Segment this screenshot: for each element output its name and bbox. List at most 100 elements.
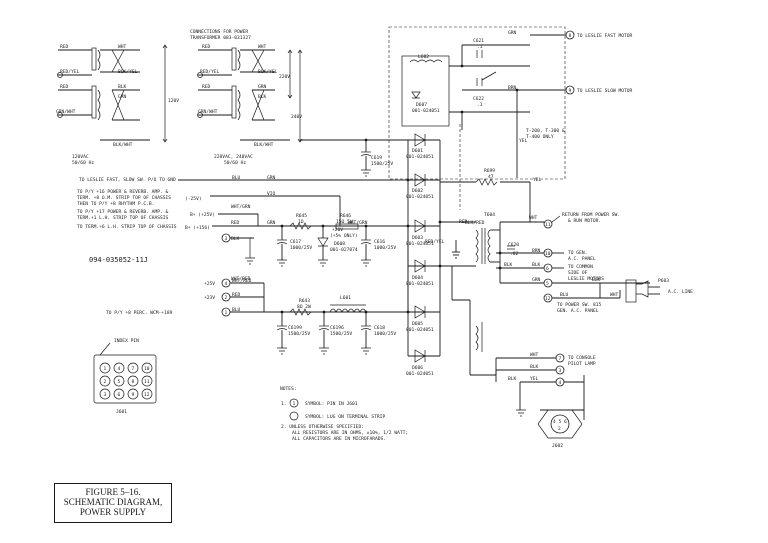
- r699-value: 47: [488, 174, 494, 180]
- terminal-12-label1: TO POWER SW. 815: [557, 302, 601, 308]
- input-row3-value: B+ (+25V): [190, 212, 215, 218]
- d606-part: 001-024051: [406, 371, 434, 377]
- index-pin-2: 2: [104, 379, 107, 385]
- wire-blu: BLU: [232, 175, 241, 181]
- t240-wire-r5: BLK/WHT: [254, 142, 274, 148]
- d604-part: 001-024051: [406, 281, 434, 287]
- index-pin-12: 12: [144, 392, 150, 398]
- leslie-option-box: L602 D607 001-024051 C621 .1 C622 .1 GRN…: [388, 26, 566, 180]
- transformer-240v-diagram: RED RED/YEL RED GRN/WHT WHT BLK/YEL GRN …: [197, 44, 302, 166]
- wire-wht-red: WHT/RED: [232, 278, 252, 284]
- diode-column: D601 001-024051 D602 001-024051 D603 001…: [300, 124, 476, 377]
- wire-blu2: BLU: [232, 307, 241, 313]
- wire-yel: YEL: [533, 177, 542, 183]
- d605-part: 001-024051: [406, 327, 434, 333]
- wire-grn: GRN: [267, 175, 276, 181]
- plug-ref: P603: [658, 278, 669, 284]
- terminal-10: 10: [545, 251, 551, 257]
- d607-label: D607: [416, 102, 427, 108]
- wire-vio: VIO: [267, 191, 276, 197]
- t240-wire-3: RED: [202, 84, 211, 90]
- input-row3a: TO P/Y +17 POWER & REVERB. AMP. &: [77, 209, 169, 215]
- c6196-value: 1500/25V: [330, 331, 352, 337]
- wire-wht: WHT: [529, 215, 538, 221]
- wire-blk2: BLK: [504, 262, 513, 268]
- index-pin-4: 4: [118, 366, 121, 372]
- terminal-6-label3: LESLIE MOTORS: [568, 276, 604, 282]
- c622-value: .1: [477, 102, 483, 108]
- terminal-5: 5: [546, 281, 549, 287]
- terminal-12: 12: [545, 296, 551, 302]
- input-row1-label: TO LESLIE FAST, SLOW SW. P/O TO GND: [79, 177, 176, 183]
- transformer-120v-diagram: RED RED/YEL RED GRN/WHT WHT BLK/YEL BLK …: [56, 44, 179, 166]
- wiring: [257, 179, 585, 420]
- t120-wire-2: RED/YEL: [60, 69, 80, 75]
- notes-block: NOTES: 1. 1 SYMBOL: PIN IN J601 SYMBOL: …: [280, 386, 408, 442]
- t604-label: T604: [484, 212, 495, 218]
- note-2b-text: ALL CAPACITORS ARE IN MICROFARADS.: [292, 436, 386, 442]
- terminal-11-label1: RETURN FROM POWER SW.: [562, 212, 620, 218]
- t120-wire-r4: GRN: [118, 94, 127, 100]
- terminal-11: 11: [545, 222, 551, 228]
- input-term-1: 1: [225, 310, 228, 316]
- wire-brn: BRN: [532, 248, 541, 254]
- ac-plug: P603 A.C. LINE: [599, 278, 693, 303]
- c6196-label: C6196: [330, 325, 344, 331]
- input-row2c: THEN TO P/Y +8 RHYTHM P.C.B.: [77, 201, 154, 207]
- notes-title: NOTES:: [280, 386, 297, 392]
- c617-label: C617: [290, 239, 301, 245]
- t120-voltage: 120V: [168, 98, 179, 104]
- wire-red2: RED: [232, 292, 241, 298]
- t240-wire-r1: WHT: [258, 44, 267, 50]
- r643-label: R643: [299, 298, 310, 304]
- c619-label: C619: [371, 155, 382, 161]
- index-pin-10: 10: [144, 366, 150, 372]
- c620-label: C620: [508, 242, 519, 248]
- junction-dots: [280, 64, 519, 314]
- transformer-note-line2: TRANSFORMER 083-031327: [190, 35, 251, 41]
- d601-label: D601: [412, 148, 423, 154]
- input-row2a: TO P/Y +16 POWER & REVERB. AMP. &: [77, 189, 169, 195]
- caption-line2: SCHEMATIC DIAGRAM,: [63, 497, 163, 507]
- part-number: 094-035052-11J: [89, 256, 148, 264]
- index-pin-11: 11: [144, 379, 150, 385]
- input-row2b: TERM. +8 O.M. STRIP TOP OF CHASSIS: [77, 195, 171, 201]
- t240-voltage-a: 220V: [279, 74, 290, 80]
- plug-label: A.C. LINE: [668, 289, 693, 295]
- j602-pins: 4 5 6: [553, 419, 567, 425]
- t120-wire-4: GRN/WHT: [56, 109, 76, 115]
- index-pin-6: 6: [118, 392, 121, 398]
- c619-value: 1500/25V: [371, 161, 393, 167]
- t120-wire-r1: WHT: [118, 44, 127, 50]
- caption-line3: POWER SUPPLY: [79, 507, 147, 517]
- caption-line1: FIGURE 5–16.: [85, 487, 141, 497]
- c617-value: 1000/25V: [290, 245, 312, 251]
- terminal-6-label1: TO COMMON: [568, 264, 593, 270]
- terminal-6-label2: SIDE OF: [568, 270, 588, 276]
- index-pin-7: 7: [132, 366, 135, 372]
- ground-symbols: [245, 169, 526, 417]
- t120-wire-r3: BLK: [118, 84, 127, 90]
- t240-label2: 50/60 Hz: [224, 160, 246, 166]
- c622-label: C622: [473, 96, 484, 102]
- wire-grn2: GRN: [267, 220, 276, 226]
- terminal-7-label2: PILOT LAMP: [568, 361, 596, 367]
- index-pin-3: 3: [104, 392, 107, 398]
- c6199-value: 1500/25V: [288, 331, 310, 337]
- l601-label: L601: [340, 295, 351, 301]
- d608-voltage: +20V: [332, 227, 343, 233]
- c616-label: C616: [374, 239, 385, 245]
- terminal-8-label: TO LESLIE FAST MOTOR: [577, 33, 633, 39]
- c616-value: 1000/25V: [374, 245, 396, 251]
- input-term-2: 2: [225, 295, 228, 301]
- input-v25a: +25V: [204, 281, 215, 287]
- wire-yel2: YEL: [530, 376, 539, 382]
- c618-value: 1000/25V: [374, 331, 396, 337]
- t240-label1: 220VAC, 240VAC: [214, 154, 253, 160]
- d608-label: D608: [334, 241, 345, 247]
- r646-value: 15Ω 5W: [336, 219, 353, 225]
- index-pin-8: 8: [132, 379, 135, 385]
- terminal-4-right: 4: [559, 380, 562, 386]
- wire-blu3: BLU: [560, 292, 569, 298]
